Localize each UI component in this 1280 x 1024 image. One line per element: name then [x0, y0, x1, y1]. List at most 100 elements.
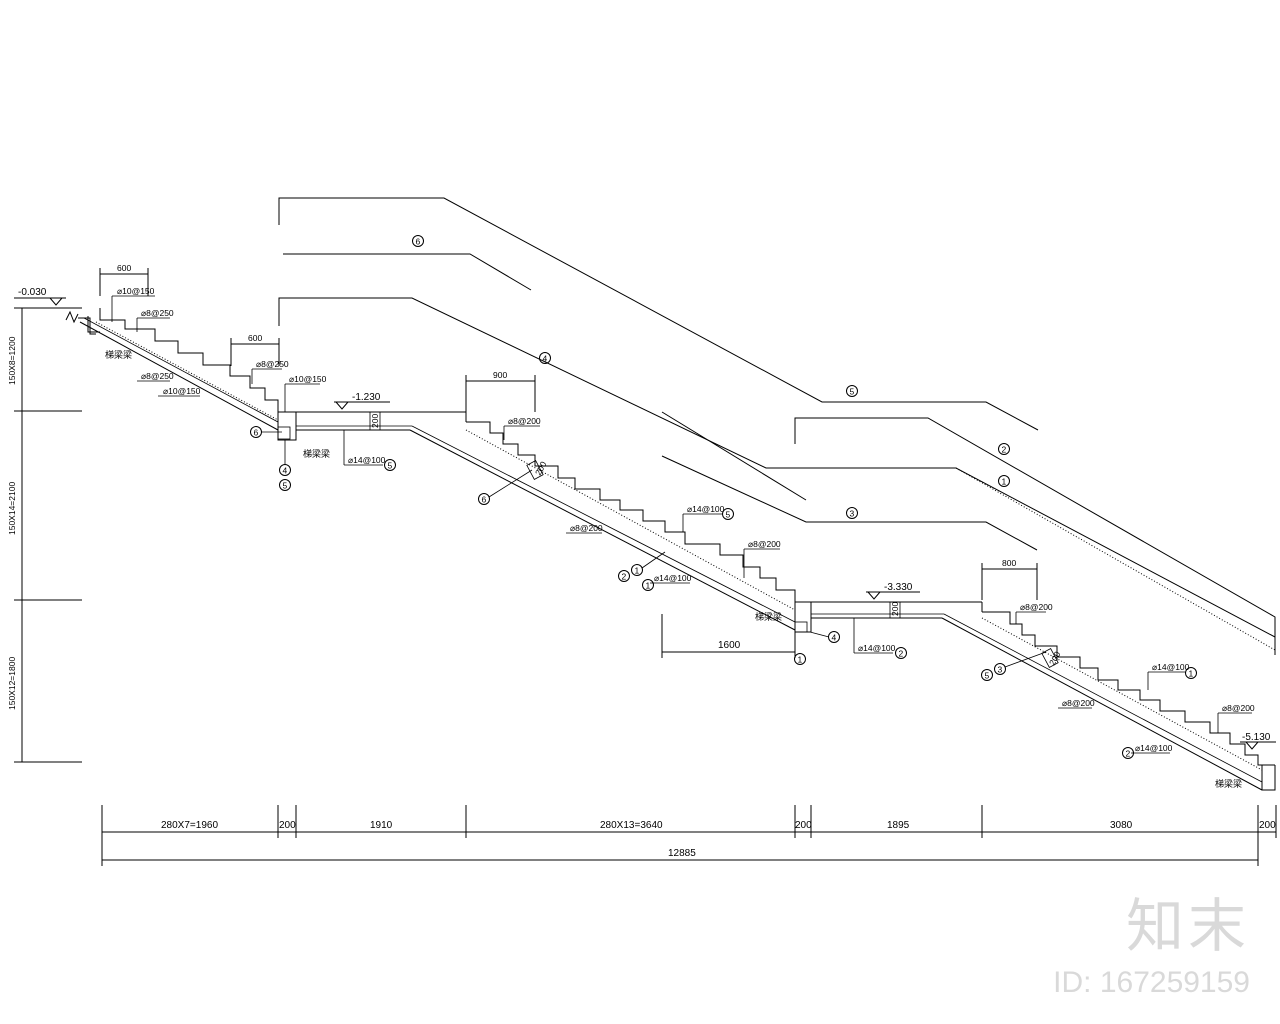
svg-text:5: 5	[283, 481, 288, 491]
bottom-dim-7: 3080	[1110, 820, 1133, 831]
bottom-dim-4: 280X13=3640	[600, 820, 663, 831]
svg-text:2: 2	[622, 572, 627, 582]
svg-text:3: 3	[850, 509, 855, 519]
flight-1	[78, 308, 279, 431]
svg-text:5: 5	[985, 671, 990, 681]
top-dim-2: 600	[248, 333, 262, 343]
bar-label: ⌀8@200	[1020, 602, 1053, 612]
rebar-labels: ⌀10@150 ⌀8@250 ⌀8@250 ⌀8@250 ⌀10@150 ⌀10…	[111, 286, 1255, 754]
svg-text:1: 1	[1002, 477, 1007, 487]
beam-label-4: 梯梁梁	[1215, 778, 1242, 790]
marker-5: 5	[846, 385, 858, 397]
marker-3: 3	[846, 507, 858, 519]
svg-text:2: 2	[899, 649, 904, 659]
svg-text:4: 4	[832, 633, 837, 643]
top-dimensions: 600 600 900 800	[99, 263, 1038, 600]
marker-2: 2	[618, 570, 630, 582]
bar-label: ⌀8@250	[141, 308, 174, 318]
bottom-dim-5: 200	[795, 820, 812, 831]
landing-1: 200 -1.230	[277, 392, 467, 441]
elevation-label-1: -1.230	[352, 392, 381, 403]
bar-label: ⌀14@100	[1135, 743, 1173, 753]
marker-6: 6	[412, 235, 424, 247]
marker-4: 4	[279, 464, 291, 476]
svg-text:1: 1	[798, 655, 803, 665]
svg-text:4: 4	[543, 354, 548, 364]
marker-1: 1	[631, 564, 643, 576]
marker-4: 4	[539, 352, 551, 364]
svg-text:3: 3	[998, 665, 1003, 675]
marker-6: 6	[478, 493, 490, 505]
bar-label: ⌀10@150	[117, 286, 155, 296]
svg-text:1: 1	[635, 566, 640, 576]
bar-label: ⌀8@200	[1062, 698, 1095, 708]
marker-1: 1	[642, 579, 654, 591]
slab-thickness-3: 200	[890, 602, 900, 616]
bar-label: ⌀14@100	[654, 573, 692, 583]
marker-5: 5	[279, 479, 291, 491]
top-dim-1: 600	[117, 263, 131, 273]
left-dimension-scale: 150X8=1200 150X14=2100 150X12=1800	[7, 307, 82, 763]
marker-2: 2	[895, 647, 907, 659]
bar-label: ⌀8@200	[570, 523, 603, 533]
watermark-logo: 知末	[1125, 892, 1250, 960]
bottom-dim-6: 1895	[887, 820, 910, 831]
bar-label: ⌀8@200	[748, 539, 781, 549]
marker-4: 4	[828, 631, 840, 643]
marker-5: 5	[384, 459, 396, 471]
circle-markers: 6 4 5 2 1 3 6 4 5 5 6 5 1 2 1 4 1 2 5 3 …	[250, 235, 1197, 759]
top-dim-3: 900	[493, 370, 507, 380]
bar-label: ⌀8@250	[256, 359, 289, 369]
svg-text:5: 5	[726, 510, 731, 520]
bar-label: ⌀8@200	[1222, 703, 1255, 713]
marker-1: 1	[794, 653, 806, 665]
svg-text:5: 5	[850, 387, 855, 397]
beam-labels: 梯梁梁 梯梁梁 梯梁梁 梯梁梁	[105, 349, 1242, 790]
bar-label: ⌀10@150	[163, 386, 201, 396]
bottom-dimensions: 280X7=1960 200 1910 280X13=3640 200 1895…	[101, 805, 1277, 866]
slab-thickness-1: 200	[370, 414, 380, 428]
marker-5: 5	[981, 669, 993, 681]
top-dim-4: 800	[1002, 558, 1016, 568]
bar-shapes	[278, 197, 1276, 655]
bottom-dim-1: 280X7=1960	[161, 820, 218, 831]
beam-label-1: 梯梁梁	[105, 349, 132, 361]
total-dim: 12885	[668, 848, 696, 859]
bar-label: ⌀14@100	[687, 504, 725, 514]
marker-5: 5	[722, 508, 734, 520]
beam-label-2: 梯梁梁	[303, 448, 330, 460]
bar-label: ⌀14@100	[858, 643, 896, 653]
svg-text:1: 1	[1189, 669, 1194, 679]
bottom-dim-3: 1910	[370, 820, 393, 831]
watermark: 知末 ID: 167259159	[1053, 895, 1250, 1001]
svg-text:2: 2	[1002, 445, 1007, 455]
svg-text:1: 1	[646, 581, 651, 591]
elevation-top: -0.030	[14, 287, 79, 324]
svg-text:6: 6	[482, 495, 487, 505]
marker-1: 1	[1185, 667, 1197, 679]
left-dim-2: 150X14=2100	[7, 482, 17, 535]
marker-3: 3	[994, 663, 1006, 675]
marker-1: 1	[998, 475, 1010, 487]
dim-1600-group: 1600	[661, 614, 796, 658]
elevation-label-3: -5.130	[1242, 732, 1271, 743]
svg-text:4: 4	[283, 466, 288, 476]
dim-1600: 1600	[718, 640, 741, 651]
marker-6: 6	[250, 426, 262, 438]
beam-label-3: 梯梁梁	[755, 611, 782, 623]
watermark-id: ID: 167259159	[1053, 966, 1250, 999]
flight-3: 200 -5.130	[941, 611, 1276, 791]
bar-label: ⌀14@100	[348, 455, 386, 465]
svg-text:6: 6	[416, 237, 421, 247]
slab-thickness-4: 200	[1047, 649, 1063, 666]
elevation-label-2: -3.330	[884, 582, 913, 593]
left-dim-1: 150X8=1200	[7, 336, 17, 385]
bar-label: ⌀8@250	[141, 371, 174, 381]
svg-text:5: 5	[388, 461, 393, 471]
bottom-dim-2: 200	[279, 820, 296, 831]
svg-text:6: 6	[254, 428, 259, 438]
bar-label: ⌀8@200	[508, 416, 541, 426]
bar-label: ⌀10@150	[289, 374, 327, 384]
marker-2: 2	[998, 443, 1010, 455]
